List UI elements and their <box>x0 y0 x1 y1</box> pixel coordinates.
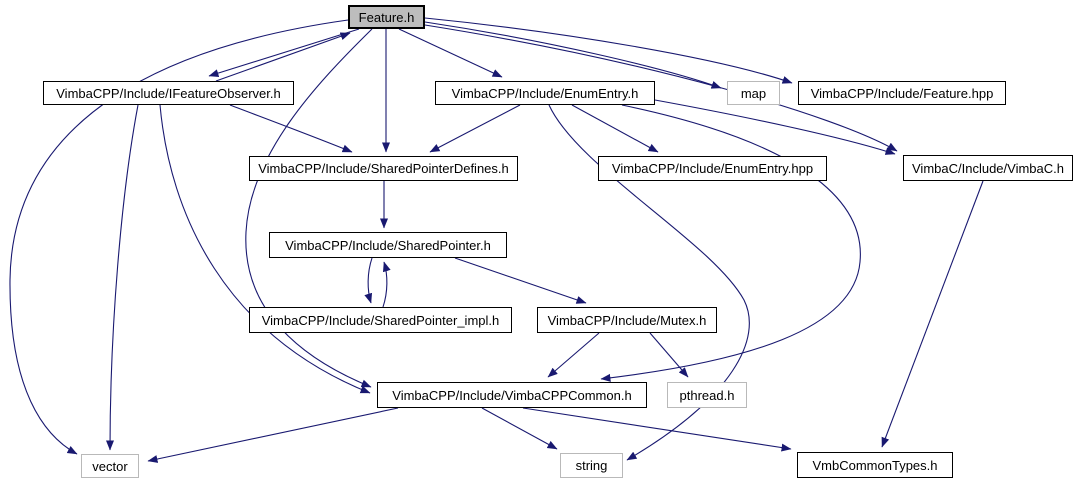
edge-sharedpointer-h-to-mutex-h <box>454 257 587 304</box>
node-label-feature-hpp: VimbaCPP/Include/Feature.hpp <box>810 85 994 101</box>
edge-vimbacppcommon-h-to-string <box>481 407 558 450</box>
edge-ifeatureobserver-h-to-vimbacppcommon-h <box>159 104 371 394</box>
edge-vimbac-h-to-vmbcommontypes-h <box>881 180 984 448</box>
node-map: map <box>727 81 780 105</box>
node-vimbacppcommon-h[interactable]: VimbaCPP/Include/VimbaCPPCommon.h <box>377 382 647 408</box>
node-sharedpointerdefines-h[interactable]: VimbaCPP/Include/SharedPointerDefines.h <box>249 156 518 181</box>
node-label-sharedpointer-h: VimbaCPP/Include/SharedPointer.h <box>285 237 491 253</box>
node-mutex-h[interactable]: VimbaCPP/Include/Mutex.h <box>537 307 717 333</box>
node-feature-hpp[interactable]: VimbaCPP/Include/Feature.hpp <box>798 81 1006 105</box>
node-ifeatureobserver-h[interactable]: VimbaCPP/Include/IFeatureObserver.h <box>43 81 294 105</box>
edge-ifeatureobserver-h-to-sharedpointerdefines-h <box>229 104 353 153</box>
node-label-ifeatureobserver-h: VimbaCPP/Include/IFeatureObserver.h <box>56 85 281 101</box>
edge-enumentry-h-to-vimbac-h <box>654 99 896 155</box>
edge-feature-h-to-vimbac-h <box>424 24 898 152</box>
edge-sharedpointer-impl-h-to-sharedpointer-h <box>382 261 391 308</box>
node-label-map: map <box>740 85 767 101</box>
node-pthread-h: pthread.h <box>667 382 747 408</box>
edge-enumentry-h-to-vimbacppcommon-h <box>600 104 861 382</box>
edge-feature-h-to-vector <box>9 19 349 455</box>
edge-enumentry-h-to-enumentry-hpp <box>571 104 659 153</box>
edge-ifeatureobserver-h-to-feature-h <box>215 32 351 82</box>
node-label-enumentry-hpp: VimbaCPP/Include/EnumEntry.hpp <box>611 161 814 176</box>
edge-feature-h-to-vimbacppcommon-h <box>245 28 373 388</box>
edge-mutex-h-to-vimbacppcommon-h <box>547 332 600 378</box>
node-label-pthread-h: pthread.h <box>679 387 735 403</box>
edge-vimbacppcommon-h-to-vector <box>147 407 399 463</box>
edge-feature-h-to-feature-hpp <box>424 17 793 84</box>
edge-feature-h-to-ifeatureobserver-h <box>208 28 360 77</box>
node-label-vimbac-h: VimbaC/Include/VimbaC.h <box>912 160 1064 176</box>
node-label-vimbacppcommon-h: VimbaCPP/Include/VimbaCPPCommon.h <box>392 387 632 403</box>
edge-vimbacppcommon-h-to-vmbcommontypes-h <box>522 407 792 452</box>
edge-mutex-h-to-pthread-h <box>649 332 689 378</box>
node-enumentry-hpp[interactable]: VimbaCPP/Include/EnumEntry.hpp <box>598 156 827 181</box>
edge-sharedpointer-h-to-sharedpointer-impl-h <box>364 257 373 304</box>
edge-feature-h-to-map <box>424 21 722 89</box>
node-label-enumentry-h: VimbaCPP/Include/EnumEntry.h <box>451 85 639 101</box>
edge-feature-h-to-enumentry-h <box>398 28 503 78</box>
node-string: string <box>560 453 623 478</box>
node-label-vmbcommontypes-h: VmbCommonTypes.h <box>812 457 938 473</box>
edge-enumentry-h-to-sharedpointerdefines-h <box>429 104 521 153</box>
node-sharedpointer-h[interactable]: VimbaCPP/Include/SharedPointer.h <box>269 232 507 258</box>
node-label-mutex-h: VimbaCPP/Include/Mutex.h <box>547 312 707 328</box>
node-label-sharedpointerdefines-h: VimbaCPP/Include/SharedPointerDefines.h <box>258 161 509 176</box>
node-feature-h: Feature.h <box>348 5 425 29</box>
edge-ifeatureobserver-h-to-vector <box>106 104 139 451</box>
node-vimbac-h[interactable]: VimbaC/Include/VimbaC.h <box>903 155 1073 181</box>
node-sharedpointer-impl-h[interactable]: VimbaCPP/Include/SharedPointer_impl.h <box>249 307 512 333</box>
node-label-sharedpointer-impl-h: VimbaCPP/Include/SharedPointer_impl.h <box>261 312 500 328</box>
node-label-feature-h: Feature.h <box>358 9 415 25</box>
node-vector: vector <box>81 454 139 478</box>
node-vmbcommontypes-h[interactable]: VmbCommonTypes.h <box>797 452 953 478</box>
node-label-string: string <box>575 458 608 473</box>
node-label-vector: vector <box>92 458 128 474</box>
node-enumentry-h[interactable]: VimbaCPP/Include/EnumEntry.h <box>435 81 655 105</box>
